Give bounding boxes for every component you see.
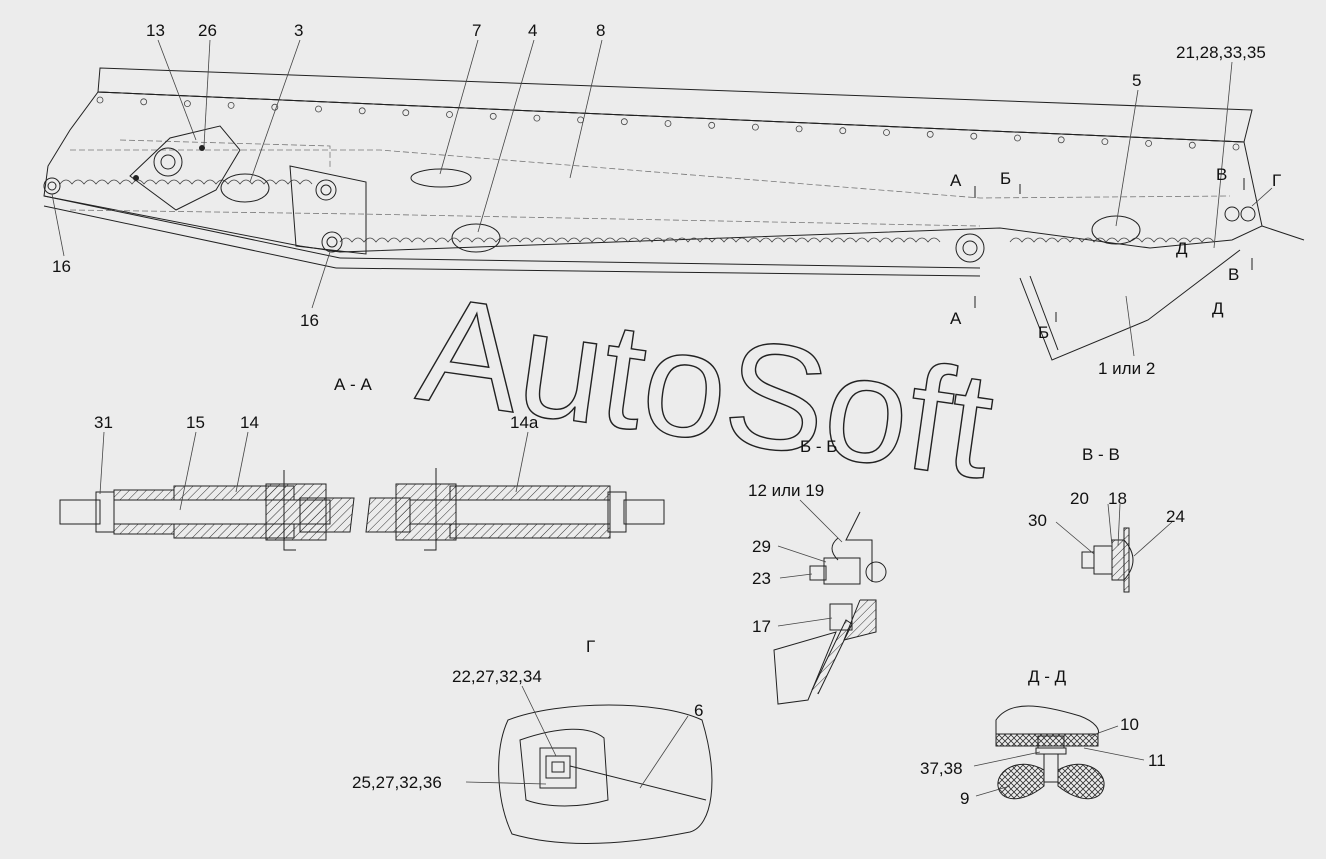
section-title-g: Г: [586, 637, 595, 656]
marker-v-bottom: В: [1228, 265, 1239, 284]
callout-8: 8: [596, 21, 605, 40]
callout-1-or-2: 1 или 2: [1098, 359, 1155, 378]
idler-roller-left: [43, 177, 61, 195]
tension-roller-lower: [321, 231, 343, 253]
section-title-aa: А - А: [334, 375, 372, 394]
tension-roller-upper: [315, 179, 337, 201]
marker-g: Г: [1272, 171, 1281, 190]
callout-25-27-32-36: 25,27,32,36: [352, 773, 442, 792]
callout-4: 4: [528, 21, 537, 40]
callout-23: 23: [752, 569, 771, 588]
callout-18: 18: [1108, 489, 1127, 508]
callout-21-28-33-35: 21,28,33,35: [1176, 43, 1266, 62]
cover-bolt: [140, 98, 148, 106]
callout-10: 10: [1120, 715, 1139, 734]
callout-14a: 14а: [510, 413, 539, 432]
cover-bolt-row: [96, 96, 1240, 151]
view-g: [465, 685, 713, 844]
cover-bolt: [446, 111, 453, 118]
drive-sprocket: [133, 145, 205, 181]
leader-lines: [51, 39, 1273, 357]
callout-11: 11: [1148, 751, 1166, 770]
callout-16-bottom: 16: [300, 311, 319, 330]
marker-d-bottom: Д: [1212, 299, 1224, 318]
conveyor-main-view: [43, 67, 1305, 361]
cover-bolt: [1145, 139, 1152, 147]
callout-9: 9: [960, 789, 969, 808]
section-dd: [973, 705, 1145, 800]
cover-bolt: [795, 125, 803, 133]
callout-31: 31: [94, 413, 113, 432]
section-title-vv: В - В: [1082, 445, 1120, 464]
marker-v-top: В: [1216, 165, 1227, 184]
cover-bolt: [1014, 134, 1021, 142]
marker-a-bottom: А: [950, 309, 962, 328]
callout-5: 5: [1132, 71, 1141, 90]
callout-22-27-32-34: 22,27,32,34: [452, 667, 542, 686]
callout-6: 6: [694, 701, 703, 720]
section-titles: А - А Б - Б В - В Г Д - Д: [334, 375, 1120, 686]
cover-bolt: [839, 127, 847, 135]
callout-17: 17: [752, 617, 771, 636]
cover-bolt: [664, 120, 672, 127]
section-bb: [773, 499, 887, 705]
cover-bolt: [1057, 136, 1065, 144]
callout-7: 7: [472, 21, 481, 40]
section-title-dd: Д - Д: [1028, 667, 1067, 686]
callout-24: 24: [1166, 507, 1185, 526]
cover-bolt: [883, 129, 890, 136]
drive-chain: [59, 179, 1215, 243]
cover-bolt: [227, 102, 235, 109]
callout-3: 3: [294, 21, 303, 40]
cover-bolt: [489, 112, 497, 120]
section-markers: А А Б Б В В Г Д Д: [950, 165, 1281, 342]
cover-bolt: [1232, 143, 1240, 151]
section-aa: [59, 431, 665, 551]
cover-bolt: [970, 132, 978, 140]
drive-roller-right: [955, 233, 985, 263]
callout-16-left: 16: [52, 257, 71, 276]
callout-37-38: 37,38: [920, 759, 963, 778]
cover-bolt: [402, 109, 410, 117]
callout-20: 20: [1070, 489, 1089, 508]
callout-14: 14: [240, 413, 259, 432]
cover-bolt: [315, 105, 322, 113]
callout-12-or-19: 12 или 19: [748, 481, 824, 500]
cover-bolt: [926, 130, 934, 138]
callout-30: 30: [1028, 511, 1047, 530]
marker-b-top: Б: [1000, 169, 1011, 188]
cover-bolt: [358, 107, 366, 115]
callout-13: 13: [146, 21, 165, 40]
cover-bolt: [1188, 141, 1196, 149]
cover-bolt: [271, 103, 279, 111]
section-vv: [1055, 503, 1173, 593]
cover-bolt: [183, 100, 191, 107]
section-title-bb: Б - Б: [800, 437, 837, 456]
marker-b-bottom: Б: [1038, 323, 1049, 342]
cover-bolt: [620, 118, 628, 126]
cover-bolt: [533, 114, 541, 122]
watermark-text: AutoSoft: [410, 264, 1003, 510]
cover-bolt: [1101, 138, 1109, 146]
callout-26: 26: [198, 21, 217, 40]
callout-29: 29: [752, 537, 771, 556]
cover-bolt: [708, 121, 716, 129]
callout-15: 15: [186, 413, 205, 432]
cover-bolt: [96, 96, 104, 104]
marker-d-top: Д: [1176, 239, 1188, 258]
marker-a-top: А: [950, 171, 962, 190]
cover-bolt: [752, 123, 759, 131]
callout-labels: 13 26 3 7 4 8 5 21,28,33,35 16 16 1 или …: [52, 21, 1266, 808]
